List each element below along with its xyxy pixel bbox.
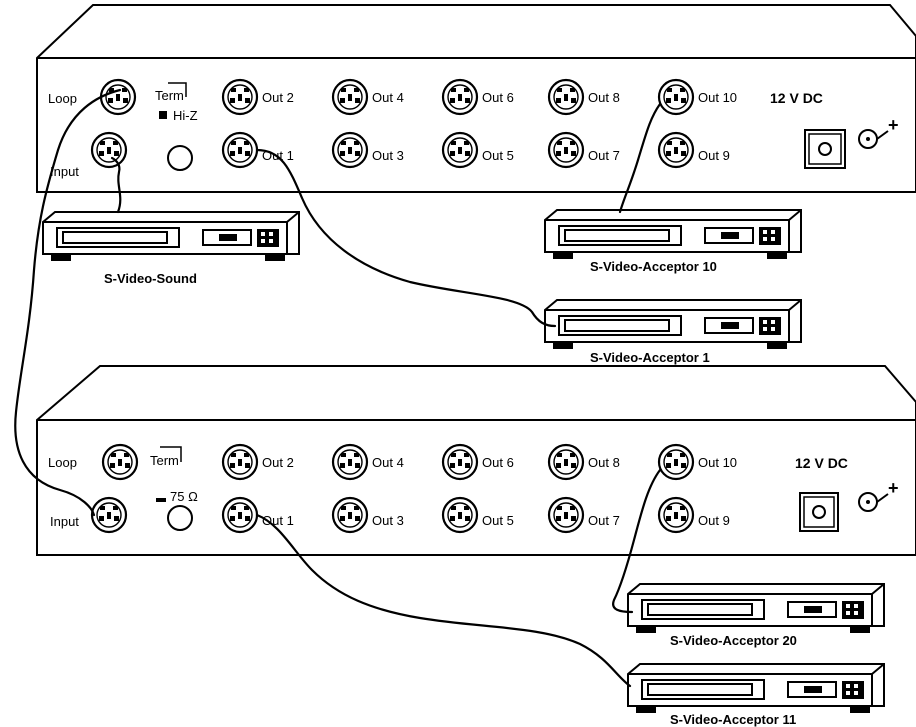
out-10-connector[interactable] [657,443,695,481]
power-polarity-icon: + [858,115,899,149]
out-label: Out 6 [482,90,514,105]
out-label: Out 10 [698,90,737,105]
out-4-connector[interactable] [331,78,369,116]
out-8-connector[interactable] [547,443,585,481]
term-label: Term [155,88,184,103]
power-label: 12 V DC [795,455,848,471]
cable-source-to-input [110,156,122,214]
cable-unit2-out1-to-acceptor-11 [255,513,632,688]
out-9-connector[interactable] [657,496,695,534]
out-label: Out 5 [482,148,514,163]
out-7-connector[interactable] [547,131,585,169]
device-s-video-acceptor-11: S-Video-Acceptor 11 [627,663,885,727]
device-s-video-sound: S-Video-Sound [42,211,300,286]
input-connector[interactable] [90,131,128,169]
term-switch-knob[interactable] [167,145,193,171]
out-1-connector[interactable] [221,131,259,169]
dc-power-jack[interactable] [804,129,846,169]
out-9-connector[interactable] [657,131,695,169]
input-label: Input [50,164,79,179]
svg-text:+: + [888,115,899,135]
out-label: Out 9 [698,513,730,528]
out-2-connector[interactable] [221,443,259,481]
out-label: Out 1 [262,513,294,528]
device-label: S-Video-Acceptor 11 [670,712,796,727]
out-7-connector[interactable] [547,496,585,534]
out-3-connector[interactable] [331,131,369,169]
loop-connector[interactable] [101,443,139,481]
cables [14,88,662,688]
out-label: Out 6 [482,455,514,470]
out-5-connector[interactable] [441,496,479,534]
input-label: Input [50,514,79,529]
power-label: 12 V DC [770,90,823,106]
out-6-connector[interactable] [441,78,479,116]
loop-label: Loop [48,455,77,470]
out-label: Out 7 [588,513,620,528]
device-label: S-Video-Sound [104,271,197,286]
out-label: Out 9 [698,148,730,163]
cable-out1-to-acceptor-1 [255,148,557,328]
switch-indicator [159,111,167,119]
switch-label: Hi-Z [173,108,198,123]
device-label: S-Video-Acceptor 10 [590,259,717,274]
device-label: S-Video-Acceptor 20 [670,633,797,648]
out-8-connector[interactable] [547,78,585,116]
loop-label: Loop [48,91,77,106]
out-label: Out 8 [588,90,620,105]
out-label: Out 4 [372,455,404,470]
out-label: Out 3 [372,513,404,528]
out-label: Out 8 [588,455,620,470]
out-10-connector[interactable] [657,78,695,116]
out-2-connector[interactable] [221,78,259,116]
out-label: Out 10 [698,455,737,470]
cable-unit2-out10-to-acceptor-20 [612,468,662,614]
power-polarity-icon: + [858,478,899,512]
device-s-video-acceptor-1: S-Video-Acceptor 1 [544,299,802,365]
out-6-connector[interactable] [441,443,479,481]
cable-out10-to-acceptor-10 [618,102,662,214]
out-1-connector[interactable] [221,496,259,534]
out-label: Out 2 [262,90,294,105]
distribution-amplifier-unit-1: Loop Term Hi-Z Input Out 2 Out 4 Out 6 O… [36,4,916,193]
term-label: Term [150,453,179,468]
device-label: S-Video-Acceptor 1 [590,350,710,365]
out-5-connector[interactable] [441,131,479,169]
out-3-connector[interactable] [331,496,369,534]
device-s-video-acceptor-10: S-Video-Acceptor 10 [544,209,802,274]
loop-connector[interactable] [99,78,137,116]
out-label: Out 7 [588,148,620,163]
svg-text:+: + [888,478,899,498]
device-s-video-acceptor-20: S-Video-Acceptor 20 [627,583,885,648]
cable-loop-to-unit2-input [14,88,122,517]
out-4-connector[interactable] [331,443,369,481]
dc-power-jack[interactable] [799,492,839,532]
switch-indicator [156,498,166,502]
term-switch-knob[interactable] [167,505,193,531]
distribution-amplifier-unit-2: Loop Term 75 Ω Input Out 2 Out 4 Out 6 O… [36,365,916,556]
switch-label: 75 Ω [170,489,198,504]
input-connector[interactable] [90,496,128,534]
out-label: Out 4 [372,90,404,105]
out-label: Out 3 [372,148,404,163]
out-label: Out 2 [262,455,294,470]
out-label: Out 5 [482,513,514,528]
